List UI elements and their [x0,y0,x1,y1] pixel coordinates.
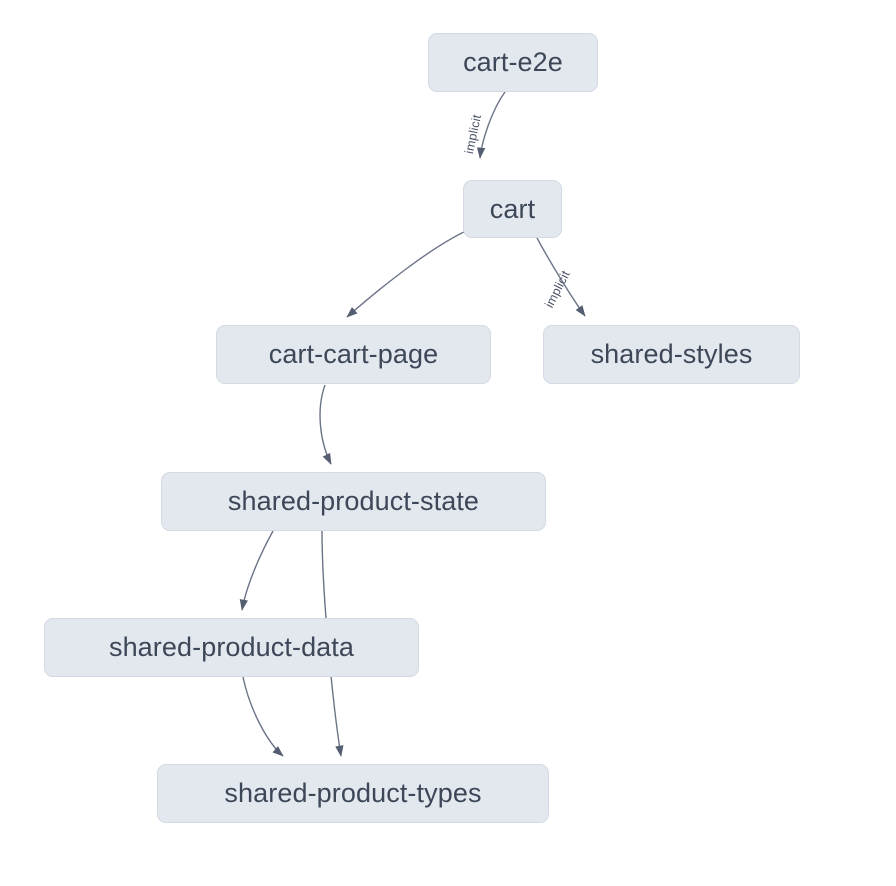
graph-node-cart[interactable]: cart [463,180,562,238]
edge-cart-to-shared-styles [536,237,586,317]
edge-cart-cart-page-to-shared-product-state [319,384,332,465]
graph-node-label-shared-styles: shared-styles [590,339,753,369]
edge-shared-product-state-to-data [239,530,274,611]
graph-node-label-cart-e2e: cart-e2e [463,47,563,77]
graph-node-label-cart-cart-page: cart-cart-page [268,339,439,369]
edge-cart-e2e-to-cart [476,91,506,159]
edge-cart-to-cart-cart-page [346,230,467,318]
graph-node-shared-product-types[interactable]: shared-product-types [157,764,549,823]
graph-node-shared-product-state[interactable]: shared-product-state [161,472,546,531]
graph-node-label-shared-product-types: shared-product-types [224,778,482,808]
edge-label-cart-to-shared-styles: implicit [542,268,573,310]
graph-node-label-shared-product-state: shared-product-state [227,486,480,516]
graph-node-label-shared-product-data: shared-product-data [108,632,355,662]
graph-node-shared-product-data[interactable]: shared-product-data [44,618,419,677]
graph-node-label-cart: cart [489,193,536,224]
graph-node-cart-e2e[interactable]: cart-e2e [428,33,598,92]
graph-node-cart-cart-page[interactable]: cart-cart-page [216,325,491,384]
edge-shared-product-data-to-types [242,676,284,757]
graph-node-shared-styles[interactable]: shared-styles [543,325,800,384]
